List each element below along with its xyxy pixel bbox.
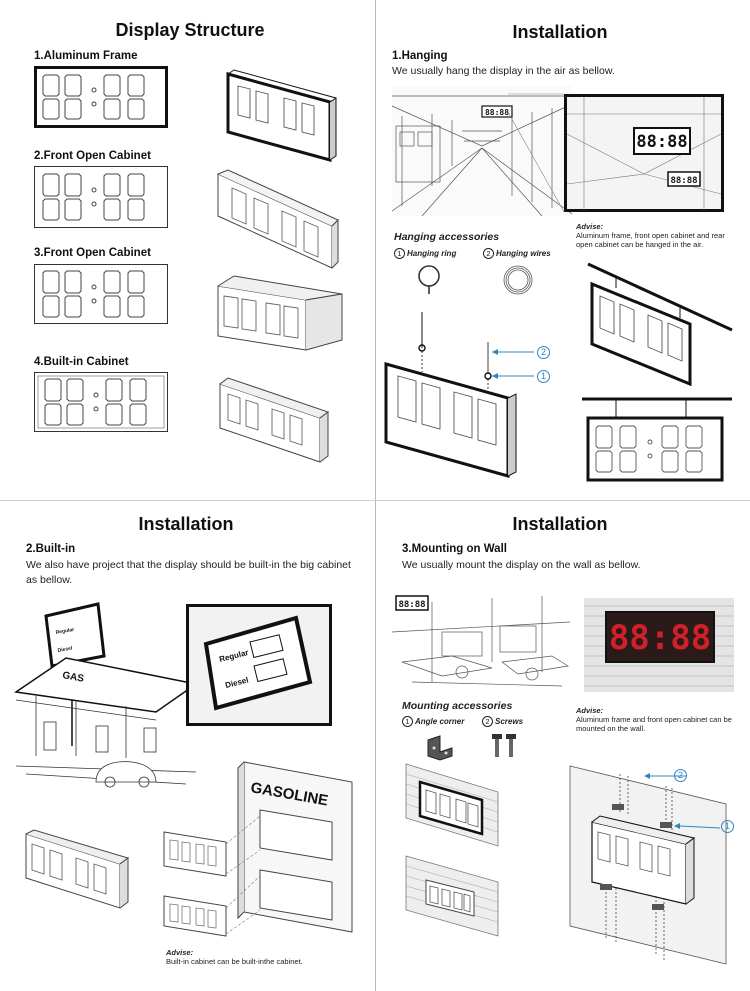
wall-acc2-number: 2 [482,716,493,727]
builtin-zoom-inset: Regular Diesel [186,604,332,726]
structure-item-1-label: 1.Aluminum Frame [34,50,138,62]
hanging-acc2-number: 2 [483,248,494,259]
builtin-display-perspective [25,829,130,909]
builtin-advise: Advise: Built-in cabinet can be built-in… [166,948,346,966]
brick-wall-red-display: 88:88 [584,598,734,692]
structure-item-2-label: 2.Front Open Cabinet [34,150,151,162]
hanging-acc1-label: Hanging ring [407,249,457,258]
built-in-cabinet-front-view [34,372,168,432]
wall-advise: Advise: Aluminum frame and front open ca… [576,706,736,733]
hanging-inset-digits: 88:88 [636,132,687,152]
wall-accessories-title: Mounting accessories [402,700,513,712]
hanging-display-diagram [384,312,534,478]
aluminum-digits [42,74,145,120]
hanging-advise-text: Aluminum frame, front open cabinet and r… [576,231,725,249]
hanging-inset-digits-small: 88:88 [670,176,697,186]
builtin-advise-head: Advise: [166,948,194,957]
front-open-cabinet-2-front-view [34,264,168,324]
wall-mount-example-2 [405,855,499,937]
gas-station-scene: Regular Diesel GAS [13,602,198,788]
zoom-connector-lines [507,93,565,213]
hanging-callout-2: 2 [537,346,550,359]
hanging-acc1-number: 1 [394,248,405,259]
structure-title: Display Structure [115,20,265,40]
wall-acc1-number: 1 [402,716,413,727]
builtin-description: We also have project that the display sh… [26,559,351,586]
hanging-ring-icon [418,265,440,294]
aluminum-frame-perspective [226,69,337,162]
gasoline-cabinet: GASOLINE [163,761,353,937]
hanging-wires-icon [503,265,533,295]
hanging-accessories-title: Hanging accessories [394,231,500,243]
front-open-cabinet-perspective [217,169,339,269]
hanging-callout-1: 1 [537,370,550,383]
office-scene-illustration: 88:88 [391,595,571,687]
front-open-cabinet-front-view [34,166,168,228]
builtin-advise-text: Built-in cabinet can be built-inthe cabi… [166,957,303,966]
wall-callout-2: 2 [674,769,687,782]
wall-mount-exploded-diagram [569,765,727,965]
wall-callout-1: 1 [721,820,734,833]
screws-icon [492,734,516,757]
hanging-advise: Advise: Aluminum frame, front open cabin… [576,222,736,249]
structure-item-4-label: 4.Built-in Cabinet [34,356,129,368]
vertical-divider [375,0,376,991]
builtin-sign-diesel: Diesel [57,645,73,654]
hanging-example-angled [587,262,733,387]
wall-office-digits: 88:88 [398,600,425,610]
builtin-section-title: Installation [138,514,234,534]
hanging-acc2-label: Hanging wires [496,249,551,258]
structure-item-3-label: 3.Front Open Cabinet [34,247,151,259]
hanging-example-flat [582,397,732,482]
aluminum-frame-front-view [34,66,168,128]
built-in-cabinet-perspective [219,377,330,463]
station-scene-illustration: 88:88 [391,86,573,217]
builtin-sign-regular: Regular [55,627,74,636]
hanging-section-title: Installation [512,22,608,42]
builtin-gas-label: GAS [61,670,85,685]
horizontal-divider [0,500,750,501]
wall-mount-example-1 [405,763,499,847]
wall-red-digits: 88:88 [609,618,711,658]
hanging-advise-head: Advise: [576,222,604,231]
hanging-subtitle: 1.Hanging [392,50,448,62]
wall-subtitle: 3.Mounting on Wall [402,543,507,555]
builtin-subtitle: 2.Built-in [26,543,76,555]
wall-advise-text: Aluminum frame and front open cabinet ca… [576,715,732,733]
front-open-cabinet-2-perspective [217,275,343,351]
hanging-zoom-inset: 88:88 88:88 [564,94,724,212]
wall-advise-head: Advise: [576,706,604,715]
hanging-description: We usually hang the display in the air a… [392,65,615,77]
wall-section-title: Installation [512,514,608,534]
angle-corner-icon [427,735,453,761]
svg-text:88:88: 88:88 [485,108,509,117]
wall-acc2-label: Screws [495,717,524,726]
wall-description: We usually mount the display on the wall… [402,559,641,571]
wall-acc1-label: Angle corner [415,717,465,726]
